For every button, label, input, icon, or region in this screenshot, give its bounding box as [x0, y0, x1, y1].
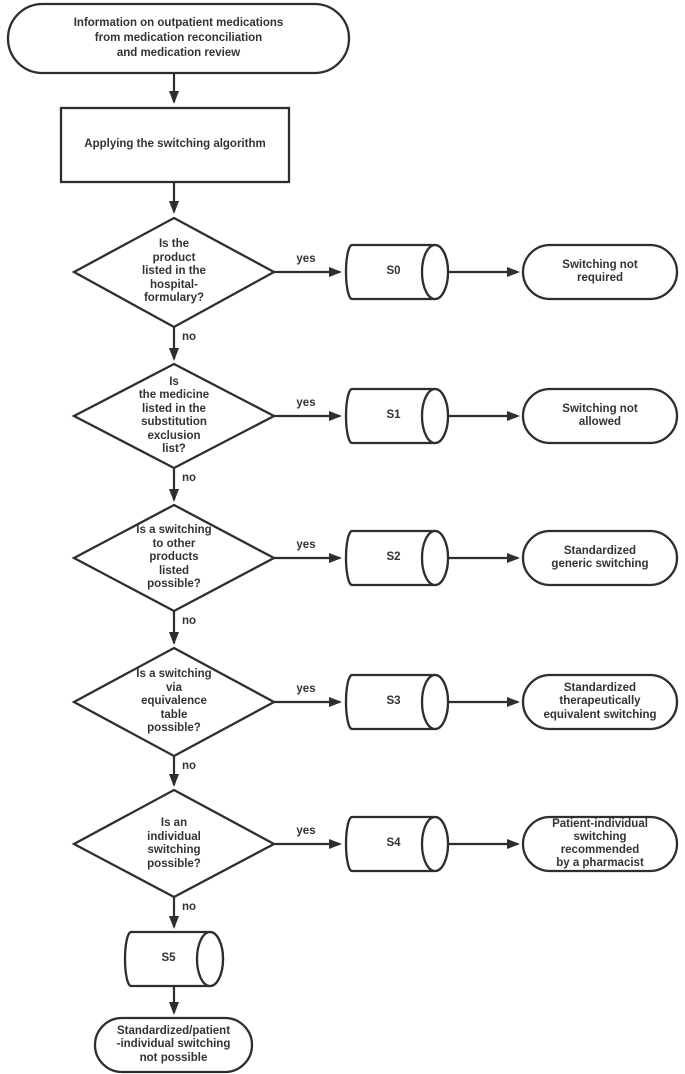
outcome-final-label: Standardized/patient -individual switchi… [116, 1024, 231, 1064]
outcome-5-label: Patient-individual switching recommended… [552, 818, 648, 869]
process-shape [59, 106, 291, 184]
yes-label-1: yes [296, 253, 316, 265]
cylinder-s2-label: S2 [386, 551, 401, 564]
outcome-3-shape [521, 529, 679, 587]
cylinder-s4-label: S4 [386, 837, 401, 850]
outcome-4-label: Standardized therapeutically equivalent … [543, 681, 657, 721]
yes-label-4: yes [296, 683, 316, 695]
process-label: Applying the switching algorithm [84, 138, 266, 151]
no-label-2: no [182, 472, 197, 484]
cylinder-s3-label: S3 [386, 695, 401, 708]
no-label-5: no [182, 901, 197, 913]
outcome-2-shape [521, 387, 679, 445]
cylinder-s5-rim [195, 930, 225, 988]
outcome-4-shape [521, 673, 679, 731]
outcome-3-label: Standardized generic switching [551, 544, 649, 571]
outcome-1-shape [521, 243, 679, 301]
decision-1-label: Is the product listed in the hospital- f… [142, 238, 206, 305]
no-label-4: no [182, 760, 197, 772]
no-label-1: no [182, 331, 197, 343]
decision-2-label: Is the medicine listed in the substituti… [138, 375, 210, 456]
start-terminator-label: Information on outpatient medications fr… [73, 17, 284, 59]
start-terminator-shape [6, 2, 351, 75]
decision-3-label: Is a switching to other products listed … [136, 524, 212, 591]
decision-4-label: Is a switching via equivalence table pos… [136, 668, 212, 735]
cylinder-s1-label: S1 [386, 409, 401, 422]
yes-label-2: yes [296, 397, 316, 409]
cylinder-s5-label: S5 [161, 952, 176, 965]
outcome-2-label: Switching not allowed [562, 402, 638, 429]
cylinder-s0-label: S0 [386, 265, 401, 278]
no-label-3: no [182, 615, 197, 627]
decision-5-label: Is an individual switching possible? [147, 817, 201, 870]
yes-label-3: yes [296, 539, 316, 551]
yes-label-5: yes [296, 825, 316, 837]
outcome-final-shape [93, 1016, 254, 1074]
outcome-5-shape [521, 815, 679, 873]
outcome-1-label: Switching not required [562, 258, 638, 285]
